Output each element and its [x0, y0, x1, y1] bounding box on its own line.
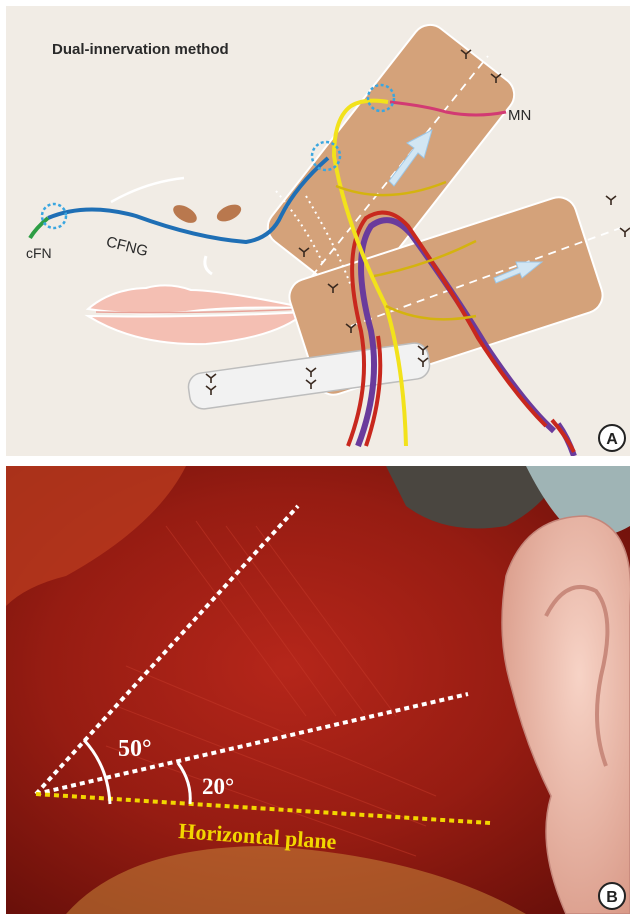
panel-b-badge: B: [606, 889, 618, 906]
panel-a-diagram: Dual-innervation method MN cFN CFNG A: [6, 6, 630, 456]
nose-contour: [205, 256, 212, 274]
angle-label-20: 20°: [202, 774, 234, 799]
panel-a-badge: A: [606, 431, 618, 448]
right-nostril: [214, 201, 243, 225]
cheek-contour: [111, 178, 184, 202]
upper-lip: [88, 285, 306, 313]
diagram-title: Dual-innervation method: [52, 41, 229, 58]
lower-lip: [88, 312, 306, 344]
label-cfn: cFN: [26, 245, 52, 261]
contralateral-facial-nerve: [30, 218, 48, 238]
label-cfng: CFNG: [104, 233, 149, 260]
dual-innervation-diagram: Dual-innervation method MN cFN CFNG A: [6, 6, 630, 456]
angle-label-50: 50°: [118, 736, 152, 762]
label-mn: MN: [508, 107, 531, 124]
intraoperative-photo: 50° 20° Horizontal plane B: [6, 466, 630, 914]
left-nostril: [170, 201, 200, 226]
panel-b-photo: 50° 20° Horizontal plane B: [6, 466, 630, 914]
